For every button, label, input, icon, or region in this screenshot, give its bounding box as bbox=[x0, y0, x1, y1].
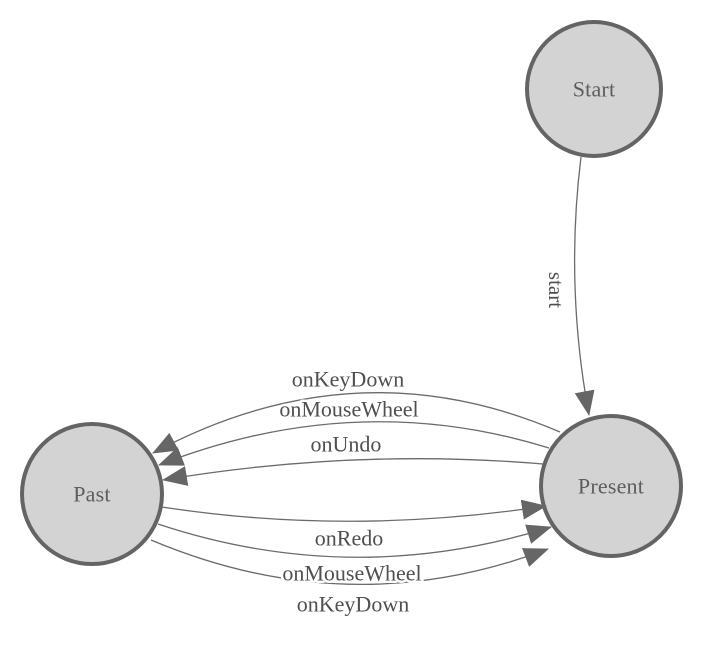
edge-label-onundo-from-present-to-past: onUndo bbox=[311, 432, 382, 457]
transition-edge-onredo-from-past-to-present bbox=[161, 499, 547, 522]
transition-edge-onkeydown-from-present-to-past bbox=[152, 392, 561, 454]
transition-edge-onmousewheel-from-past-to-present bbox=[157, 523, 552, 558]
state-node-start: Start bbox=[525, 20, 663, 158]
edge-label-onmousewheel-from-present-to-past: onMouseWheel bbox=[279, 397, 418, 422]
edge-label-onkeydown-from-past-to-present: onKeyDown bbox=[297, 592, 409, 617]
state-node-present: Present bbox=[539, 414, 683, 558]
state-label-past: Past bbox=[73, 482, 110, 507]
edge-label-onredo-from-past-to-present: onRedo bbox=[315, 526, 383, 551]
edge-label-start-from-start-to-present: start bbox=[544, 272, 568, 308]
state-label-start: Start bbox=[573, 77, 616, 102]
state-circle-present bbox=[539, 414, 683, 558]
transition-edge-onkeydown-from-past-to-present bbox=[150, 539, 549, 586]
state-node-past: Past bbox=[20, 422, 164, 566]
state-circle-start bbox=[525, 20, 663, 158]
transition-edge-onundo-from-present-to-past bbox=[162, 458, 544, 486]
state-circle-past bbox=[20, 422, 164, 566]
state-label-present: Present bbox=[578, 474, 644, 499]
edge-label-onmousewheel-from-past-to-present: onMouseWheel bbox=[282, 561, 421, 586]
transition-edge-start-from-start-to-present bbox=[573, 156, 595, 416]
edge-label-onkeydown-from-present-to-past: onKeyDown bbox=[292, 367, 404, 392]
transition-edge-onmousewheel-from-present-to-past bbox=[158, 421, 550, 466]
